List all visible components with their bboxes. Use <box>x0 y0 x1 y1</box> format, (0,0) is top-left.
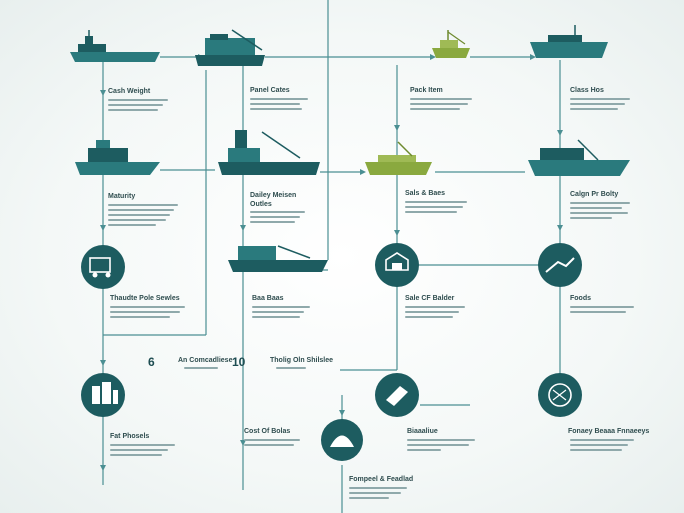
barge-icon <box>228 245 328 272</box>
text-block <box>252 306 310 321</box>
label-fat-phosels: Fat Phosels <box>110 433 150 440</box>
text-block <box>110 444 175 459</box>
label-panel-cates: Panel Cates <box>250 87 290 94</box>
label-fompeel-feadlad: Fompeel & Feadlad <box>349 476 414 483</box>
text-block <box>410 98 472 113</box>
text-block <box>108 204 178 229</box>
text-block <box>184 367 218 372</box>
label-class-hos: Class Hos <box>570 87 604 94</box>
cargo-ship-icon <box>70 30 160 62</box>
label-pack-item: Pack Item <box>410 87 443 94</box>
label-fonaey-beaaa: Fonaey Beaaa Fnnaeeys <box>568 428 650 435</box>
truck-icon <box>81 245 125 289</box>
text-block <box>407 439 475 454</box>
dome-icon <box>321 419 363 461</box>
text-block <box>570 439 634 454</box>
tugboat-icon <box>432 30 470 58</box>
text-block <box>250 211 305 226</box>
label-baa-baas: Baa Baas <box>252 295 284 302</box>
text-block <box>349 487 407 502</box>
step-number: 10 <box>232 355 246 369</box>
text-block <box>250 98 308 113</box>
label-maturity: Maturity <box>108 193 136 200</box>
text-block <box>110 306 185 321</box>
text-block <box>570 98 630 113</box>
label-calgn-pr-bolty: Calgn Pr Bolty <box>570 191 619 198</box>
text-block <box>244 439 300 449</box>
text-block <box>276 367 306 372</box>
container-ship-icon <box>528 139 630 176</box>
text-block <box>405 306 465 321</box>
step-number: 6 <box>148 355 155 369</box>
barge-icon <box>195 29 265 66</box>
text-block <box>405 201 467 216</box>
label-outles: Outles <box>250 201 272 208</box>
label-an-comcadliese: An Comcadliese <box>178 357 233 364</box>
cargo-ship-icon <box>218 130 320 175</box>
label-sals-baes: Sals & Baes <box>405 190 446 197</box>
arrow-heads <box>100 54 563 471</box>
globe-icon <box>538 373 582 417</box>
tugboat-icon <box>75 140 160 175</box>
label-dailey-meisen: Dailey Meisen <box>250 192 297 199</box>
label-biaaaliue: Biaaaliue <box>407 428 438 435</box>
label-foods: Foods <box>570 295 591 302</box>
label-cost-of-bolas: Cost Of Bolas <box>244 428 291 435</box>
label-thaudte-pole-sewles: Thaudte Pole Sewles <box>110 295 180 302</box>
label-cash-weight: Cash Weight <box>108 88 151 95</box>
boxes-icon <box>81 373 125 417</box>
text-block <box>570 202 630 222</box>
text-block <box>570 306 634 316</box>
label-tholig-oln-shilslee: Tholig Oln Shilslee <box>270 357 334 364</box>
label-sale-cf-balder: Sale CF Balder <box>405 295 455 302</box>
harvest-icon <box>375 373 419 417</box>
barge-icon <box>365 141 432 175</box>
handshake-icon <box>538 243 582 287</box>
warehouse-icon <box>375 243 419 287</box>
container-ship-icon <box>530 25 608 58</box>
text-block <box>108 99 168 114</box>
